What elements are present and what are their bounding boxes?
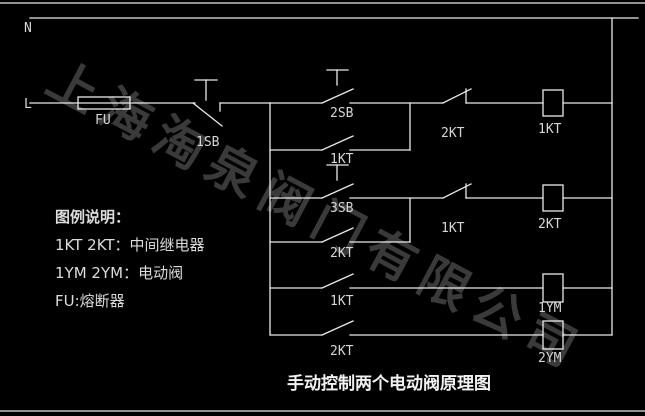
interlock-contact-2kt-label: 2KT	[441, 126, 465, 141]
relay-coil-1kt-label: 1KT	[538, 122, 562, 137]
holding-contact-1kt-label: 1KT	[330, 152, 354, 167]
relay-coil-1kt: 1KT	[538, 89, 564, 137]
valve-coil-1ym: 1YM	[538, 273, 564, 316]
legend-relays: 1KT 2KT：中间继电器	[55, 236, 205, 254]
row-holding-1kt	[269, 102, 411, 151]
start-button-3sb-label: 3SB	[330, 201, 354, 216]
legend-valves: 1YM 2YM：电动阀	[55, 264, 184, 282]
valve-contact-2kt-label: 2KT	[330, 344, 354, 359]
legend-fuse: FU:熔断器	[55, 292, 125, 310]
relay-coil-2kt: 2KT	[538, 184, 564, 232]
power-rail-n: N	[24, 17, 639, 36]
legend-block: 图例说明： 1KT 2KT：中间继电器 1YM 2YM：电动阀 FU:熔断器	[55, 203, 205, 315]
rail-n-label: N	[24, 21, 32, 36]
valve-coil-1ym-label: 1YM	[538, 301, 562, 316]
legend-title: 图例说明：	[55, 208, 131, 226]
valve-contact-1kt-label: 1KT	[330, 294, 354, 309]
interlock-contact-1kt-label: 1KT	[441, 221, 465, 236]
valve-contact-2kt: 2KT	[321, 320, 354, 359]
stop-button-label: 1SB	[196, 135, 220, 150]
rail-l-label: L	[24, 97, 32, 112]
valve-coil-2ym: 2YM	[538, 320, 564, 366]
relay-coil-2kt-label: 2KT	[538, 217, 562, 232]
holding-contact-2kt-label: 2KT	[330, 246, 354, 261]
drawing-title: 手动控制两个电动阀原理图	[287, 374, 491, 394]
stop-button-1sb: 1SB	[192, 79, 223, 150]
row-holding-2kt	[269, 197, 411, 243]
interlock-contact-2kt: 2KT	[441, 88, 472, 141]
start-button-2sb: 2SB	[321, 69, 354, 121]
holding-contact-2kt: 2KT	[321, 227, 354, 261]
start-button-2sb-label: 2SB	[330, 106, 354, 121]
holding-contact-1kt: 1KT	[321, 135, 354, 167]
interlock-contact-1kt: 1KT	[441, 183, 472, 236]
valve-coil-2ym-label: 2YM	[538, 351, 562, 366]
fuse-fu: FU	[77, 96, 131, 128]
valve-contact-1kt: 1KT	[321, 273, 354, 309]
fuse-label: FU	[95, 113, 111, 128]
power-rail-l: L	[24, 97, 271, 112]
start-button-3sb: 3SB	[321, 164, 354, 216]
